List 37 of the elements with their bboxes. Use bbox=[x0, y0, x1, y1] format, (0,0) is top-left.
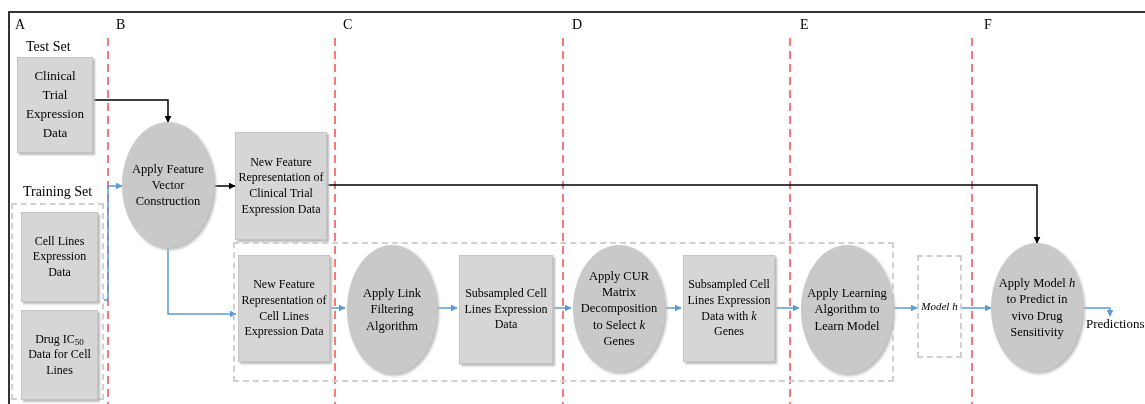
box-text: Subsampled Cell Lines Expression Data bbox=[463, 286, 549, 333]
dashed-group-frame bbox=[233, 242, 894, 382]
box-text: New Feature Representation of Cell Lines Expression Data bbox=[241, 277, 327, 340]
data-box bbox=[238, 255, 330, 362]
process-text: Apply Feature Vector Construction bbox=[131, 160, 205, 210]
process-text: Apply Link Filtering Algorithm bbox=[362, 285, 422, 334]
stage-letter: E bbox=[800, 18, 809, 32]
data-box bbox=[21, 310, 98, 400]
group-heading: Training Set bbox=[21, 183, 94, 201]
data-box bbox=[21, 212, 98, 302]
arrow bbox=[213, 182, 236, 190]
stage-letter: B bbox=[116, 18, 126, 32]
arrow bbox=[103, 182, 123, 301]
model-box bbox=[917, 255, 962, 358]
stage-letter: D bbox=[572, 18, 583, 32]
arrow bbox=[92, 99, 172, 123]
data-box bbox=[459, 255, 553, 364]
arrow bbox=[167, 247, 237, 318]
stage-letter: A bbox=[15, 18, 26, 32]
box-text: New Feature Representation of Clinical Trial Expression Data bbox=[238, 154, 324, 218]
output-text: Predictions bbox=[1086, 316, 1145, 334]
stage-letter: F bbox=[984, 18, 992, 32]
arrow bbox=[326, 184, 1041, 244]
stage-letter: C bbox=[343, 18, 353, 32]
process-text: Apply Learning Algorithm to Learn Model bbox=[806, 285, 888, 334]
process-text: Apply Model h to Predict in vivo Drug Sensitivity bbox=[997, 275, 1077, 340]
data-box bbox=[235, 132, 327, 240]
arrow bbox=[961, 304, 992, 312]
data-box bbox=[683, 255, 775, 362]
box-text: Cell Lines Expression Data bbox=[31, 233, 88, 281]
process-text: Apply CUR Matrix Decomposition to Select k Genes bbox=[579, 267, 659, 350]
arrow bbox=[1082, 307, 1114, 317]
set-heading: Test Set bbox=[26, 38, 71, 56]
box-text: Drug IC$_{50}$ Data for Cell Lines bbox=[27, 331, 92, 379]
process-ellipse bbox=[573, 245, 665, 372]
box-text: Clinical Trial Expression Data bbox=[25, 67, 85, 142]
box-text: Subsampled Cell Lines Expression Data with k Genes bbox=[686, 277, 772, 340]
